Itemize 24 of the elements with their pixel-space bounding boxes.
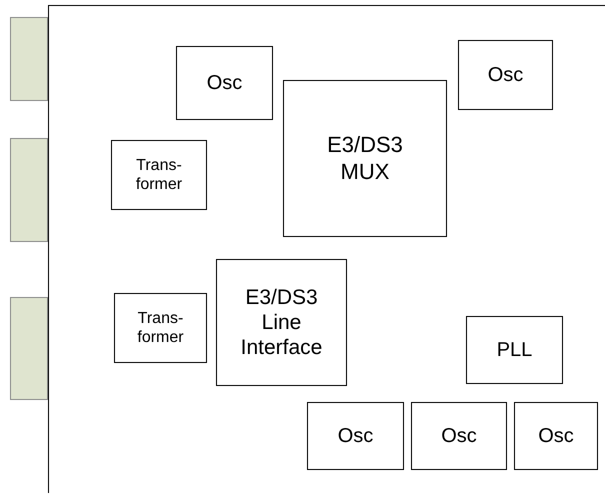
component-box: [111, 140, 207, 210]
component-label: E3/DS3 MUX: [326, 132, 404, 185]
component-label: Osc: [206, 71, 242, 95]
component-label: E3/DS3 Line Interface: [240, 284, 324, 360]
component-box: [176, 46, 273, 120]
component-label: Osc: [441, 424, 477, 448]
component-label: Osc: [488, 63, 524, 87]
component-label: Osc: [338, 424, 374, 448]
component-box: [514, 402, 598, 470]
component-label: Trans- former: [134, 156, 184, 194]
component-label: PLL: [496, 338, 532, 362]
component-box: [466, 316, 563, 384]
circuit-board: [48, 5, 605, 493]
edge-connector: [10, 138, 48, 242]
component-box: [307, 402, 404, 470]
component-box: [283, 80, 447, 237]
component-box: [458, 40, 553, 110]
edge-connector: [10, 297, 48, 400]
component-box: [216, 259, 347, 386]
component-box: [411, 402, 507, 470]
component-label: Trans- former: [136, 308, 185, 348]
edge-connector: [10, 17, 48, 101]
component-box: [114, 293, 207, 363]
component-label: Osc: [538, 424, 574, 448]
